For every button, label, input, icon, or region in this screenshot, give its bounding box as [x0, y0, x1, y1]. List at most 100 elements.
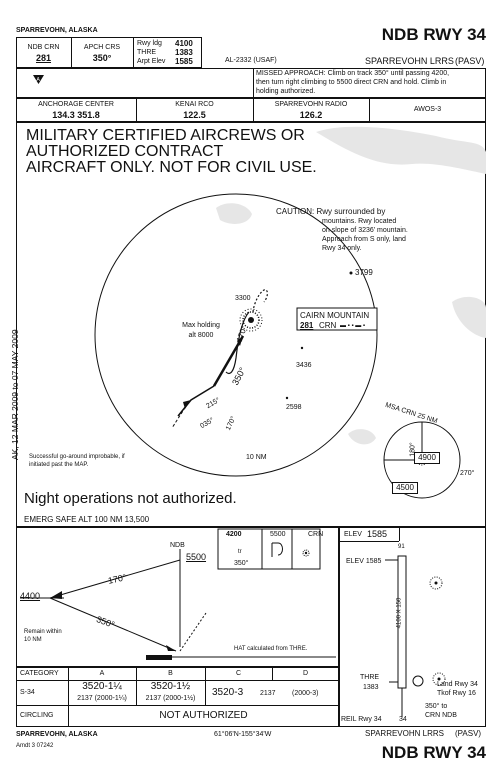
comm-sparrevohn-label: SPARREVOHN RADIO — [274, 101, 348, 108]
comm-awos-label: AWOS-3 — [413, 106, 442, 113]
msa-south-alt: 4500 — [392, 482, 418, 494]
min-cat-a: 3520-1¼ — [82, 681, 122, 692]
airport-elev-value: 1585 — [367, 529, 388, 539]
procedure-turn-tr: tr — [238, 549, 242, 555]
msa-bearing-a: 270° — [460, 470, 475, 477]
comm-kenai-freq: 122.5 — [183, 110, 206, 120]
runway-end-91: 91 — [398, 544, 405, 550]
profile-ndb-label: NDB — [170, 542, 185, 549]
thre-value: 1383 — [175, 48, 193, 57]
min-cat-cd-sub: (2000-3) — [292, 690, 319, 697]
min-cat-b: 3520-1½ — [150, 681, 191, 692]
nonstandard-alternate-icon: A — [33, 72, 44, 90]
footer-facility-name: SPARREVOHN LRRS — [365, 729, 444, 738]
apch-crs-label: APCH CRS — [83, 44, 121, 51]
footer-location: SPARREVOHN, ALASKA — [16, 731, 98, 738]
category-label: CATEGORY — [20, 670, 59, 677]
comm-anchorage-freq: 134.3 351.8 — [52, 110, 100, 120]
msa-north-alt: 4900 — [414, 452, 440, 464]
arpt-elev-value: 1585 — [175, 57, 193, 66]
min-cat-cd-hat: 2137 — [260, 690, 276, 697]
footer-coords: 61°06'N-155°34'W — [214, 731, 272, 738]
missed-approach-box — [16, 68, 486, 98]
msa-bearing-b: 180° — [409, 442, 417, 457]
comm-anchorage-label: ANCHORAGE CENTER — [38, 101, 114, 108]
caution-line-2: mountains. Rwy located — [322, 218, 397, 225]
straight-in-label: S-34 — [20, 689, 35, 696]
missed-approach-line-2: then turn right climbing to 5500 direct … — [256, 79, 447, 86]
header-facility-code: (PASV) — [455, 56, 485, 66]
category-c: C — [235, 670, 242, 677]
comm-sparrevohn-freq: 126.2 — [299, 110, 323, 120]
land-note-1: Land Rwy 34 — [437, 681, 478, 688]
max-holding-line-1: Max holding — [182, 322, 220, 329]
ndb-label: NDB CRN — [27, 44, 60, 51]
airport-diagram — [339, 527, 486, 727]
emerg-safe-alt: EMERG SAFE ALT 100 NM 13,500 — [24, 515, 150, 524]
category-b: B — [168, 670, 173, 677]
footer-amdt: Amdt 3 07242 — [16, 743, 54, 749]
runway-graphic — [385, 555, 446, 717]
runway-number-34: 34 — [399, 716, 407, 723]
procedure-turn-crs: 350° — [234, 560, 249, 567]
min-cat-b-sub: 2137 (2000-1½) — [145, 695, 196, 702]
plan-view-graphics — [94, 126, 486, 499]
comms-row — [16, 98, 486, 122]
missed-approach-line-1: MISSED APPROACH: Climb on track 350° unt… — [256, 70, 450, 77]
reil-label: REIL Rwy 34 — [341, 716, 382, 723]
caution-line-4: Approach from S only, land — [322, 236, 406, 243]
min-cat-a-sub: 2137 (2000-1¼) — [77, 695, 127, 702]
al-number: AL-2332 (USAF) — [225, 57, 277, 64]
fix-identifier: CRN — [319, 321, 337, 330]
spot-elev-3436: 3436 — [296, 362, 312, 369]
crs-note-1: 350° to — [425, 703, 448, 710]
ndb-frequency: 281 — [35, 53, 52, 63]
comm-kenai-label: KENAI RCO — [175, 101, 214, 108]
spot-elev-3799: 3799 — [355, 268, 373, 277]
header-facility-name: SPARREVOHN LRRS — [365, 56, 454, 66]
caution-line-5: Rwy 34 only. — [322, 245, 362, 252]
profile-graphics — [20, 528, 336, 660]
footer-procedure-title: NDB RWY 34 — [381, 743, 486, 762]
rwy-ldg-value: 4100 — [175, 39, 193, 48]
fix-name: CAIRN MOUNTAIN — [300, 311, 370, 320]
max-holding-line-2: alt 8000 — [188, 332, 214, 339]
airport-thre-value: 1383 — [363, 684, 379, 691]
category-d: D — [302, 670, 309, 677]
min-cat-cd: 3520-3 — [212, 687, 244, 698]
restriction-line-2: AUTHORIZED CONTRACT — [26, 143, 224, 160]
remain-within-2: 10 NM — [24, 637, 42, 643]
hat-note: HAT calculated from THRE. — [234, 646, 308, 652]
ring-label-10nm: 10 NM — [246, 454, 267, 461]
fix-frequency: 281 — [300, 321, 314, 330]
airport-thre-label: THRE — [360, 674, 380, 681]
restriction-line-3: AIRCRAFT ONLY. NOT FOR CIVIL USE. — [26, 159, 317, 176]
spot-elev-3300: 3300 — [235, 295, 251, 302]
airport-elev-right: ELEV 1585 — [346, 558, 382, 565]
crs-note-2: CRN NDB — [425, 712, 457, 719]
header-info-box — [16, 37, 202, 68]
airport-elev-label: ELEV — [344, 531, 362, 538]
missed-approach-line-3: holding authorized. — [256, 88, 316, 95]
header-procedure-title: NDB RWY 34 — [381, 25, 486, 44]
arpt-elev-label: Arpt Elev — [137, 58, 166, 65]
hold-alt: 5500 — [270, 531, 286, 538]
remain-within-1: Remain within — [24, 629, 62, 635]
go-around-note-1: Successful go-around improbable, if — [29, 454, 125, 460]
profile-view — [16, 527, 339, 667]
fix-morse-code: ▬ ▪ ▪ ▬ ▪ — [340, 323, 366, 329]
profile-fix-alt: 4400 — [20, 591, 41, 601]
category-a: A — [99, 670, 105, 677]
go-around-note-2: initiated past the MAP. — [29, 462, 89, 468]
land-note-2: Tkof Rwy 16 — [437, 690, 476, 697]
hold-crn-label: CRN — [308, 531, 324, 538]
rwy-ldg-label: Rwy ldg — [137, 40, 162, 47]
circling-value: NOT AUTHORIZED — [159, 710, 248, 721]
profile-ndb-alt: 5500 — [186, 552, 207, 562]
svg-text:A: A — [37, 77, 41, 83]
caution-line-3: on slope of 3236' mountain. — [322, 227, 408, 234]
ndb-symbol-icon — [239, 308, 263, 332]
apch-crs-value: 350° — [92, 53, 112, 63]
spot-elev-2598: 2598 — [286, 404, 302, 411]
restriction-line-1: MILITARY CERTIFIED AIRCREWS OR — [26, 127, 305, 144]
